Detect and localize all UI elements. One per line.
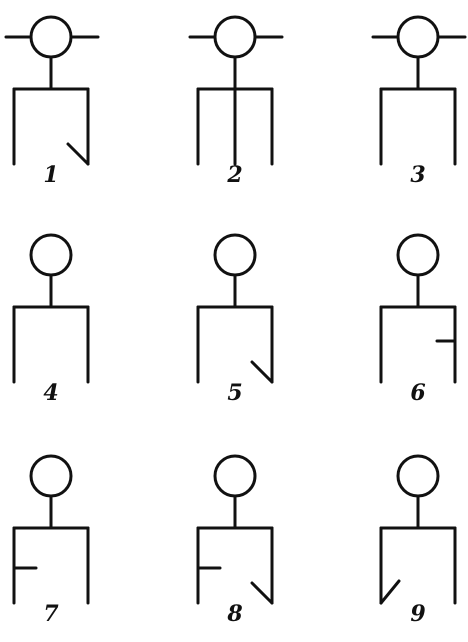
stick-figure: 9 [379,454,457,627]
stick-figure: 7 [12,454,90,627]
head-circle [213,233,257,277]
head-circle [213,15,257,59]
stick-figure: 6 [379,233,457,406]
right-diagonal-mark [250,581,274,605]
stick-figure: 2 [188,15,284,188]
figure-number-label: 5 [227,380,242,406]
right-diagonal-mark [250,360,274,384]
figure-grid: 1 2 3 4 5 6 7 8 9 [4,15,467,627]
head-circle [29,233,73,277]
left-diagonal-mark [379,579,401,605]
head-circle [29,454,73,498]
figure-number-label: 4 [43,380,58,406]
figure-number-label: 1 [43,162,58,188]
head-circle [396,454,440,498]
stick-figure: 4 [12,233,90,406]
figure-number-label: 6 [410,380,425,406]
figure-number-label: 9 [410,601,425,627]
figure-number-label: 7 [43,601,59,627]
stick-figure: 1 [4,15,100,188]
head-circle [29,15,73,59]
figure-number-label: 2 [226,162,242,188]
figure-number-label: 8 [226,601,242,627]
stick-figure: 3 [371,15,467,188]
right-diagonal-mark [66,142,90,166]
head-circle [396,233,440,277]
stick-figure: 8 [196,454,274,627]
figure-number-label: 3 [410,162,425,188]
head-circle [213,454,257,498]
head-circle [396,15,440,59]
stick-figure: 5 [196,233,274,406]
